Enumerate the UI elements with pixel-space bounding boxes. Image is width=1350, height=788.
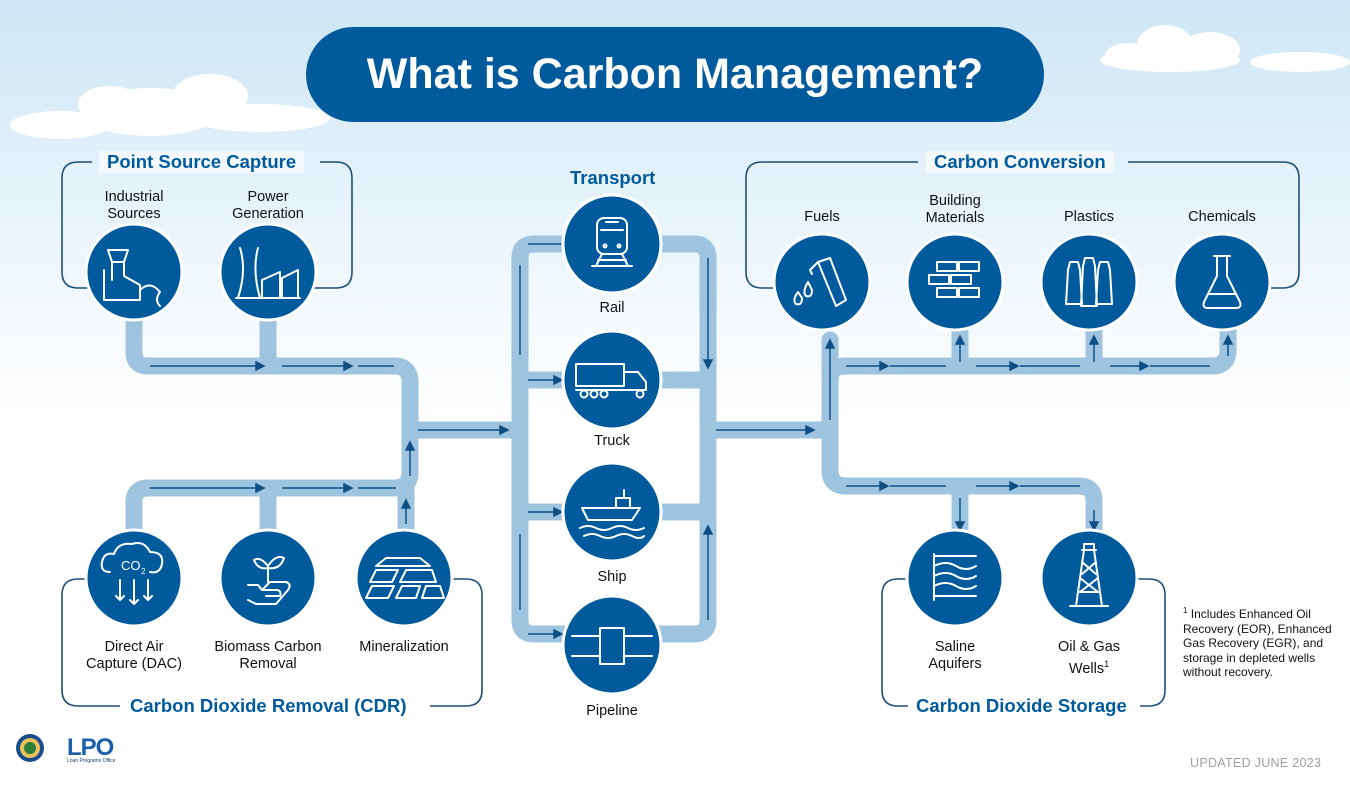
- biomass-carbon-removal-label: Biomass Carbon Removal: [208, 639, 328, 673]
- lpo-subtitle: Loan Programs Office: [67, 758, 116, 764]
- direct-air-capture-label: Direct Air Capture (DAC): [79, 639, 189, 673]
- mineralization-label: Mineralization: [359, 639, 449, 655]
- cdr-bracket: [61, 578, 483, 707]
- building-materials-label: Building Materials: [905, 193, 1005, 227]
- bricks-icon: [928, 261, 980, 298]
- building-materials-label-line2: Materials: [925, 210, 985, 226]
- plastic-bottles-icon: [1065, 257, 1113, 307]
- biomass-carbon-removal-label-line1: Biomass Carbon: [214, 639, 322, 655]
- footnote-marker: 1: [1183, 606, 1188, 615]
- hand-plant-icon: [247, 556, 291, 605]
- oil-gas-wells-label: Oil & Gas Wells1: [1039, 639, 1139, 678]
- fuels-node: [772, 232, 872, 332]
- industrial-sources-node: [84, 222, 184, 322]
- fuel-nozzle-icon: [793, 257, 847, 307]
- saline-aquifers-label-line1: Saline: [934, 639, 976, 655]
- saline-aquifers-node: [905, 528, 1005, 628]
- storage-bracket: [881, 578, 1166, 707]
- oil-gas-wells-label-line2: Wells: [1068, 660, 1105, 677]
- point-source-bracket: [61, 161, 353, 289]
- section-title-point-source-capture: Point Source Capture: [99, 151, 305, 173]
- cloud-decoration-left: [10, 74, 330, 139]
- footnote-text: Includes Enhanced Oil Recovery (EOR), En…: [1183, 607, 1332, 679]
- building-materials-label-line1: Building: [929, 193, 981, 209]
- lpo-logo-text: LPO: [67, 734, 114, 761]
- pipeline-label: Pipeline: [586, 703, 638, 719]
- ship-icon: [579, 489, 645, 539]
- truck-node: [561, 329, 663, 431]
- industrial-sources-label-line1: Industrial: [104, 189, 164, 205]
- plastics-label: Plastics: [1064, 209, 1114, 225]
- mineral-blocks-icon: [365, 557, 445, 599]
- svg-text:2: 2: [141, 567, 146, 576]
- pipeline-node: [561, 594, 663, 696]
- svg-text:CO: CO: [121, 558, 141, 573]
- direct-air-capture-label-line2: Capture (DAC): [86, 656, 182, 672]
- cloud-decoration-right: [1100, 25, 1350, 72]
- flow-arrows: [150, 243, 1234, 640]
- fuels-label: Fuels: [804, 209, 840, 225]
- section-title-transport: Transport: [570, 167, 656, 188]
- aquifer-layers-icon: [933, 553, 977, 601]
- industrial-sources-label-line2: Sources: [107, 206, 161, 222]
- conversion-bracket: [745, 161, 1300, 289]
- direct-air-capture-label-line1: Direct Air: [104, 639, 164, 655]
- ship-label: Ship: [597, 569, 627, 585]
- chemicals-label: Chemicals: [1188, 209, 1256, 225]
- industrial-sources-label: Industrial Sources: [84, 189, 184, 223]
- plastics-node: [1039, 232, 1139, 332]
- footnote-reference: 1: [1104, 659, 1110, 669]
- mineralization-node: [354, 528, 454, 628]
- power-generation-node: [218, 222, 318, 322]
- power-plant-icon: [235, 247, 301, 299]
- co2-cloud-icon: CO 2: [100, 542, 164, 605]
- power-generation-label: Power Generation: [218, 189, 318, 223]
- train-icon: [591, 217, 633, 267]
- biomass-carbon-removal-label-line2: Removal: [239, 656, 297, 672]
- ship-node: [561, 461, 663, 563]
- rail-label: Rail: [599, 300, 625, 316]
- section-title-carbon-dioxide-removal: Carbon Dioxide Removal (CDR): [122, 695, 415, 717]
- saline-aquifers-label-line2: Aquifers: [928, 656, 982, 672]
- truck-icon: [575, 363, 647, 399]
- power-generation-label-line1: Power: [247, 189, 289, 205]
- page-title: What is Carbon Management?: [306, 27, 1044, 122]
- rail-node: [561, 193, 663, 295]
- oil-gas-wells-label-line1: Oil & Gas: [1057, 639, 1121, 655]
- footnote: 1 Includes Enhanced Oil Recovery (EOR), …: [1183, 604, 1333, 680]
- doe-seal-icon: [16, 734, 44, 762]
- factory-smokestack-icon: [103, 249, 161, 307]
- oil-derrick-icon: [1069, 543, 1109, 607]
- chemicals-node: [1172, 232, 1272, 332]
- flask-icon: [1202, 255, 1242, 309]
- building-materials-node: [905, 232, 1005, 332]
- saline-aquifers-label: Saline Aquifers: [905, 639, 1005, 673]
- lpo-logo: LPO: [67, 734, 115, 761]
- power-generation-label-line2: Generation: [232, 206, 304, 222]
- oil-gas-wells-node: [1039, 528, 1139, 628]
- section-title-carbon-dioxide-storage: Carbon Dioxide Storage: [908, 695, 1135, 717]
- section-title-carbon-conversion: Carbon Conversion: [926, 151, 1114, 173]
- pipeline-icon: [571, 627, 653, 665]
- truck-label: Truck: [594, 433, 630, 449]
- updated-date: UPDATED JUNE 2023: [1190, 756, 1322, 770]
